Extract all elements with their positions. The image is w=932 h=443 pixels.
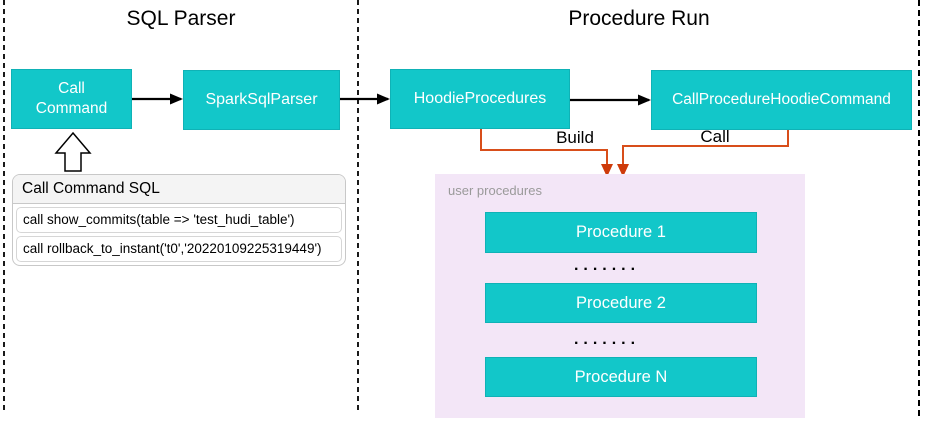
node-spark-sql-parser-label: SparkSqlParser <box>205 91 318 108</box>
build-edge-label: Build <box>556 128 594 147</box>
call-edge-label: Call <box>700 127 730 146</box>
user-procedures-panel-label: user procedures <box>448 183 542 198</box>
sql-table-row-rollback: call rollback_to_instant('t0','202201092… <box>16 236 342 262</box>
node-procedure-n-label: Procedure N <box>574 367 668 386</box>
node-call-command: Call Command <box>11 69 132 129</box>
call-connector-arrow <box>617 130 789 177</box>
ellipsis-dots-top: ....... <box>573 257 641 274</box>
sql-table-header: Call Command SQL <box>13 175 345 204</box>
node-procedure-1-label: Procedure 1 <box>576 223 666 241</box>
node-call-procedure-hoodie-command: CallProcedureHoodieCommand <box>651 70 912 130</box>
node-procedure-n: Procedure N <box>485 357 757 397</box>
hollow-up-arrow-icon <box>54 131 92 172</box>
node-call-command-label: Call Command <box>35 80 108 117</box>
node-hoodie-procedures-label: HoodieProcedures <box>413 90 547 107</box>
node-procedure-1: Procedure 1 <box>485 212 757 253</box>
sql-table-row-show-commits: call show_commits(table => 'test_hudi_ta… <box>16 207 342 233</box>
call-command-sql-table: Call Command SQL call show_commits(table… <box>12 174 346 266</box>
section-title-procedure-run: Procedure Run <box>568 7 710 30</box>
ellipsis-dots-bottom: ....... <box>573 331 641 348</box>
build-connector-arrow <box>480 129 613 177</box>
node-hoodie-procedures: HoodieProcedures <box>390 69 570 129</box>
node-spark-sql-parser: SparkSqlParser <box>183 70 340 130</box>
node-procedure-2-label: Procedure 2 <box>576 293 666 312</box>
node-procedure-2: Procedure 2 <box>485 283 757 323</box>
section-title-sql-parser: SQL Parser <box>126 7 236 30</box>
node-call-procedure-hoodie-command-label: CallProcedureHoodieCommand <box>672 91 891 108</box>
